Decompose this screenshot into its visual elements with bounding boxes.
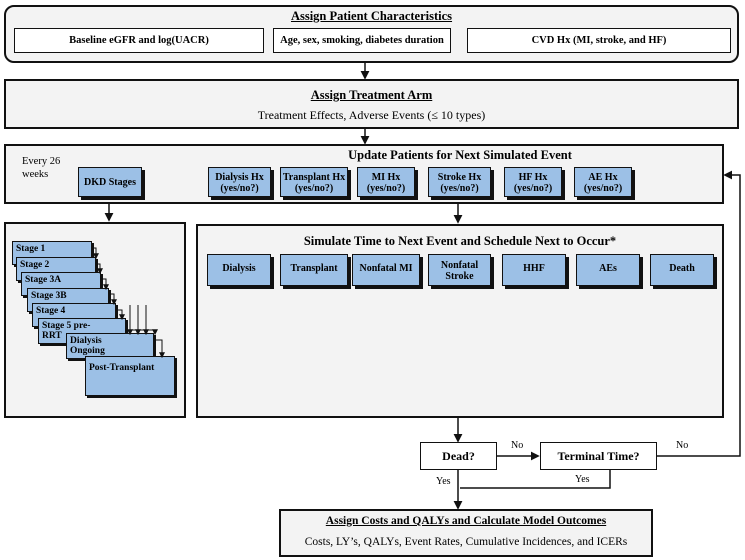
transplant-history-box: Transplant Hx (yes/no?) [280,167,348,197]
update-frequency-label: Every 26 weeks [22,156,61,180]
treatment-title: Assign Treatment Arm [310,88,433,102]
treatment-subtitle: Treatment Effects, Adverse Events (≤ 10 … [257,108,486,122]
dead-yes-label: Yes [436,476,451,487]
mi-history-box: MI Hx (yes/no?) [357,167,415,197]
stage-item: Post-Transplant [85,356,175,396]
event-dialysis: Dialysis [207,254,271,286]
event-death: Death [650,254,714,286]
simulate-title: Simulate Time to Next Event and Schedule… [303,234,617,248]
event-hhf: HHF [502,254,566,286]
update-title: Update Patients for Next Simulated Event [348,148,572,162]
outcomes-subtitle: Costs, LY’s, QALYs, Event Rates, Cumulat… [304,536,628,548]
terminal-yes-label: Yes [575,474,590,485]
outcomes-panel [279,509,653,557]
hf-history-box: HF Hx (yes/no?) [504,167,562,197]
characteristic-egfr: Baseline eGFR and log(UACR) [14,28,264,53]
dead-decision: Dead? [420,442,497,470]
event-nonfatal-stroke: Nonfatal Stroke [428,254,491,286]
event-transplant: Transplant [280,254,348,286]
treatment-panel [4,79,739,129]
event-aes: AEs [576,254,640,286]
characteristic-cvd: CVD Hx (MI, stroke, and HF) [467,28,731,53]
terminal-no-label: No [676,440,689,451]
characteristics-title: Assign Patient Characteristics [290,9,453,23]
event-nonfatal-mi: Nonfatal MI [352,254,420,286]
dkd-stages-box: DKD Stages [78,167,142,197]
characteristic-demographics: Age, sex, smoking, diabetes duration [273,28,451,53]
stage-item: Dialysis Ongoing [66,333,154,359]
ae-history-box: AE Hx (yes/no?) [574,167,632,197]
dialysis-history-box: Dialysis Hx (yes/no?) [208,167,271,197]
stroke-history-box: Stroke Hx (yes/no?) [428,167,491,197]
dead-no-label: No [511,440,524,451]
outcomes-title: Assign Costs and QALYs and Calculate Mod… [325,515,607,527]
terminal-time-decision: Terminal Time? [540,442,657,470]
